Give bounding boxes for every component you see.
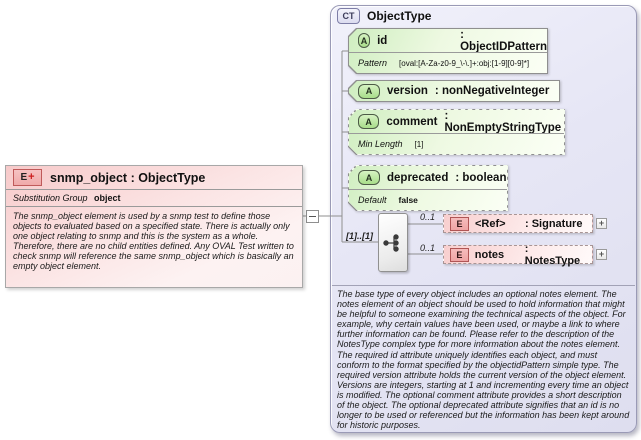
element-documentation: The snmp_object element is used by a snm… bbox=[13, 211, 294, 272]
element-title: snmp_object : ObjectType bbox=[50, 170, 206, 185]
element-name: <Ref> bbox=[475, 217, 506, 230]
collapse-toggle-icon[interactable] bbox=[306, 210, 319, 223]
attribute-box-deprecated[interactable]: A deprecated : boolean Default false bbox=[348, 165, 508, 211]
element-title-row: E+ snmp_object : ObjectType bbox=[6, 166, 302, 190]
plus-glyph: + bbox=[28, 171, 35, 183]
facet-value: false bbox=[398, 195, 418, 205]
attribute-type[interactable]: : boolean bbox=[455, 171, 507, 184]
attribute-badge-icon: A bbox=[358, 170, 380, 185]
attribute-type[interactable]: : nonNegativeInteger bbox=[434, 85, 550, 97]
occurs-label: 0..1 bbox=[420, 212, 436, 222]
attribute-box-comment[interactable]: A comment : NonEmptyStringType Min Lengt… bbox=[348, 109, 565, 155]
element-badge-icon: E bbox=[450, 247, 469, 262]
element-box-ref[interactable]: E <Ref> : Signature bbox=[443, 214, 593, 233]
facet-value: [1] bbox=[414, 139, 424, 149]
complex-type-header: CT ObjectType bbox=[337, 8, 431, 24]
attribute-box-id[interactable]: A id : ObjectIDPattern Pattern [oval:[A-… bbox=[348, 28, 548, 74]
element-badge-icon: E bbox=[450, 216, 469, 231]
facet-label: Pattern bbox=[358, 58, 388, 68]
element-box-snmp-object[interactable]: E+ snmp_object : ObjectType Substitution… bbox=[5, 165, 303, 288]
element-plus-icon: E+ bbox=[13, 169, 42, 186]
attribute-name: deprecated bbox=[387, 171, 449, 184]
element-name: notes bbox=[474, 248, 505, 261]
substitution-group-label: Substitution Group bbox=[13, 193, 88, 203]
attribute-type[interactable]: : NonEmptyStringType bbox=[444, 109, 562, 134]
element-badge: E bbox=[20, 172, 28, 183]
occurs-label: 0..1 bbox=[420, 243, 436, 253]
attribute-name: comment bbox=[386, 115, 438, 128]
attribute-name: version bbox=[387, 85, 428, 97]
compositor-cardinality: [1]..[1] bbox=[346, 231, 373, 241]
attribute-badge-icon: A bbox=[358, 83, 380, 99]
complex-type-title: ObjectType bbox=[367, 9, 432, 23]
substitution-group-value[interactable]: object bbox=[94, 193, 121, 203]
element-type[interactable]: : Signature bbox=[525, 217, 583, 230]
attribute-name: id bbox=[377, 34, 388, 47]
attribute-badge-icon: A bbox=[358, 33, 371, 48]
attribute-type[interactable]: : ObjectIDPattern bbox=[460, 28, 548, 53]
element-box-notes[interactable]: E notes : NotesType bbox=[443, 242, 593, 267]
facet-label: Default bbox=[358, 195, 387, 205]
facet-label: Min Length bbox=[358, 139, 403, 149]
complex-type-documentation: The base type of every object includes a… bbox=[332, 285, 635, 431]
sequence-icon bbox=[383, 233, 399, 252]
attribute-box-version[interactable]: A version : nonNegativeInteger bbox=[348, 80, 560, 102]
substitution-group-row: Substitution Group object bbox=[6, 190, 302, 207]
attribute-badge-icon: A bbox=[358, 114, 380, 129]
expand-ref-button[interactable]: + bbox=[596, 218, 607, 229]
complex-type-badge-icon: CT bbox=[337, 8, 360, 24]
sequence-compositor[interactable] bbox=[378, 213, 408, 272]
expand-notes-button[interactable]: + bbox=[596, 249, 607, 260]
element-type[interactable]: : NotesType bbox=[524, 242, 581, 267]
facet-value: [oval:[A-Za-z0-9_\-\.]+:obj:[1-9][0-9]*] bbox=[399, 58, 530, 68]
